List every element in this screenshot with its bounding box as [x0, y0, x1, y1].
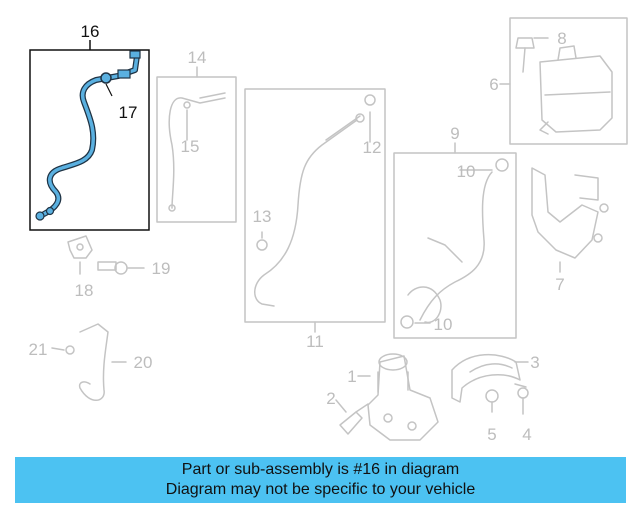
bolt-5 — [485, 389, 499, 413]
stud-4 — [514, 383, 529, 415]
callout-3: 3 — [530, 353, 539, 372]
info-banner: Part or sub-assembly is #16 in diagram D… — [15, 457, 626, 503]
callout-5: 5 — [487, 425, 496, 444]
part-group-14 — [156, 66, 237, 223]
part-group-16-highlighted — [29, 40, 150, 231]
callout-14: 14 — [188, 48, 207, 67]
clamp-18 — [67, 235, 93, 275]
callout-19: 19 — [152, 259, 171, 278]
hose-20 — [51, 323, 127, 401]
callout-15: 15 — [181, 137, 200, 156]
callout-4: 4 — [522, 425, 531, 444]
callout-17: 17 — [119, 103, 138, 122]
bolt-19 — [97, 261, 145, 275]
callout-13: 13 — [253, 207, 272, 226]
callout-6: 6 — [489, 75, 498, 94]
callout-12: 12 — [363, 138, 382, 157]
callout-11: 11 — [306, 332, 324, 351]
callout-2: 2 — [326, 389, 335, 408]
part-group-9 — [393, 142, 517, 339]
callout-16: 16 — [81, 22, 100, 41]
callout-10-bottom: 10 — [434, 315, 453, 334]
hose-16 — [41, 53, 140, 217]
callout-18: 18 — [75, 281, 94, 300]
sensor-2 — [335, 399, 369, 435]
callout-20: 20 — [134, 353, 153, 372]
callout-8: 8 — [557, 29, 566, 48]
callout-7: 7 — [555, 275, 564, 294]
pump-assembly-1 — [357, 353, 439, 441]
part-group-11 — [244, 88, 386, 333]
callout-21: 21 — [29, 340, 48, 359]
callout-9: 9 — [450, 124, 459, 143]
part-group-6 — [499, 17, 628, 145]
callout-10-top: 10 — [457, 162, 476, 181]
bracket-7 — [531, 167, 609, 273]
banner-line-2: Diagram may not be specific to your vehi… — [165, 481, 476, 498]
callout-1: 1 — [347, 367, 356, 386]
heat-shield-3 — [451, 353, 529, 403]
parts-diagram: 16 17 14 15 12 13 11 9 10 10 8 6 7 1 2 3… — [29, 17, 628, 444]
banner-line-1: Part or sub-assembly is #16 in diagram — [181, 461, 460, 478]
